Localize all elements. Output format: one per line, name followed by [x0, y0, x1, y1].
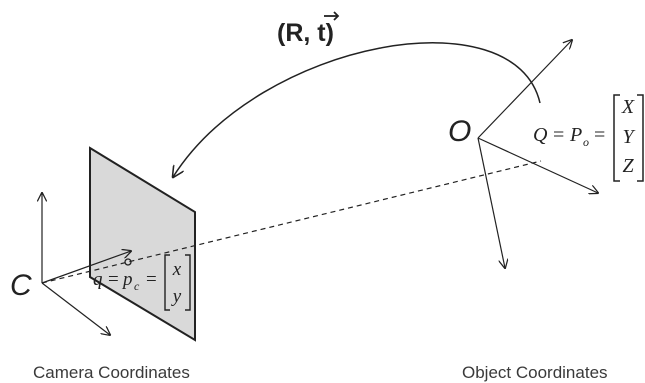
object-vector-x: X: [621, 96, 635, 118]
object-axis-right: [477, 137, 598, 193]
transform-label: (R, t): [277, 19, 334, 47]
object-origin-label: O: [448, 115, 471, 148]
svg-text:o: o: [583, 135, 589, 149]
camera-vector-bracket-left: [164, 254, 170, 311]
svg-text:c: c: [134, 279, 140, 293]
translation-t: t: [317, 19, 326, 47]
object-vector: X Y Z: [621, 96, 636, 177]
object-vector-y: Y: [622, 126, 635, 148]
object-axes: [477, 40, 598, 268]
object-vector-bracket-right: [637, 94, 644, 182]
camera-caption: Camera Coordinates: [33, 363, 190, 382]
svg-text:P: P: [569, 124, 582, 146]
svg-text:p: p: [121, 269, 133, 290]
object-caption: Object Coordinates: [462, 363, 608, 382]
object-vector-z: Z: [622, 155, 634, 177]
camera-vector-bracket-right: [185, 254, 191, 311]
camera-axis-forward: [41, 251, 131, 284]
svg-text:=: =: [146, 269, 157, 290]
camera-axis-right: [41, 282, 110, 335]
object-axis-down: [477, 137, 505, 268]
object-vector-bracket-left: [613, 94, 620, 182]
camera-vector: x y: [171, 259, 182, 307]
camera-origin-label: C: [10, 269, 32, 302]
svg-text:=: =: [108, 269, 119, 290]
svg-text:=: =: [594, 124, 605, 146]
vector-arrow-icon: [324, 11, 340, 21]
svg-text:Q: Q: [533, 124, 548, 146]
svg-text:=: =: [553, 124, 564, 146]
svg-text:q: q: [93, 269, 103, 290]
camera-vector-x: x: [172, 259, 182, 280]
camera-point-equation: q = p c =: [93, 269, 157, 293]
transform-arrow: [173, 42, 541, 177]
object-point-equation: Q = P o =: [533, 124, 605, 149]
projected-point-marker: [124, 258, 132, 266]
camera-vector-y: y: [171, 286, 182, 307]
camera-axes: [42, 193, 131, 335]
image-plane: [89, 146, 196, 342]
object-axis-up: [477, 40, 572, 139]
